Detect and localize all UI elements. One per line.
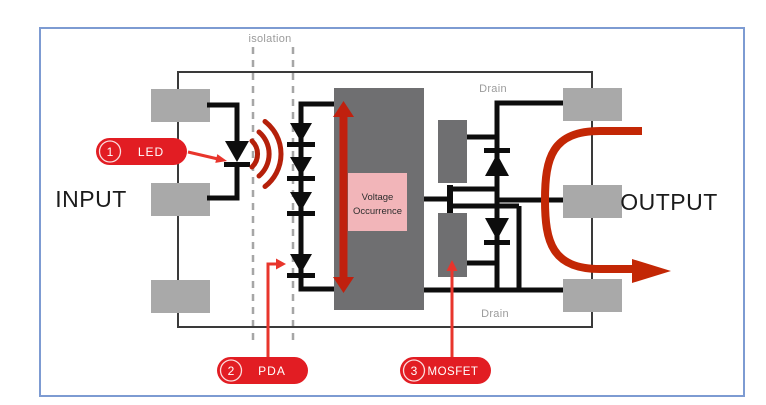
pda-diode-3 (290, 192, 312, 211)
pda-diode-2 (290, 157, 312, 176)
isolation-label: isolation (248, 33, 291, 45)
mosfet-upper-body (438, 120, 467, 183)
pin-left-1 (151, 89, 210, 122)
callout-number-ring (219, 359, 243, 382)
led-cathode-bar (224, 162, 250, 167)
mosfet-callout-number: 3 (411, 364, 418, 378)
gate-bar (447, 185, 453, 213)
light-waves-icon (249, 119, 284, 189)
voltage-occurrence-line1: Voltage (362, 192, 394, 203)
voltage-arrow (333, 101, 354, 293)
pin-right-2 (563, 185, 622, 218)
pda-diode-1-bar (287, 142, 315, 147)
voltage-occurrence-line2: Occurrence (353, 206, 402, 217)
pin-group (151, 88, 622, 313)
mosfet-callout-label: MOSFET (428, 366, 479, 378)
body-diode-lower (485, 218, 509, 240)
led-callout-number: 1 (107, 145, 114, 159)
pin-left-3 (151, 280, 210, 313)
pda-diode-3-bar (287, 211, 315, 216)
pda-callout: 2 PDA (217, 258, 308, 384)
voltage-occurrence-box (348, 173, 407, 231)
led-cathode-wire (207, 167, 240, 201)
led-callout: 1 LED (96, 138, 227, 165)
led-circuit (207, 102, 250, 201)
drain-label-top: Drain (479, 83, 507, 95)
input-label: INPUT (55, 186, 127, 212)
mosfet-stage (424, 100, 563, 293)
pda-diode-1 (290, 123, 312, 142)
body-diode-lower-bar (484, 240, 510, 245)
led-anode-wire (207, 102, 240, 142)
pda-callout-number: 2 (228, 364, 235, 378)
body-diode-upper (485, 154, 509, 176)
drain-label-bottom: Drain (481, 308, 509, 320)
photodiode-array (287, 101, 334, 292)
pin-left-2 (151, 183, 210, 216)
pda-diode-4 (290, 254, 312, 273)
pin-right-1 (563, 88, 622, 121)
mosfet-callout: 3 MOSFET (400, 260, 491, 384)
pda-callout-arrow (266, 262, 277, 358)
pda-callout-label: PDA (258, 364, 286, 378)
led-symbol (225, 141, 249, 162)
output-label: OUTPUT (620, 189, 718, 215)
pda-diode-2-bar (287, 176, 315, 181)
callout-number-ring (402, 359, 426, 382)
pin-right-3 (563, 279, 622, 312)
callout-number-ring (98, 140, 122, 163)
led-callout-label: LED (138, 145, 164, 159)
pda-diode-4-bar (287, 273, 315, 278)
output-current-arrow (540, 127, 671, 283)
body-diode-upper-bar (484, 148, 510, 153)
led-callout-arrow (187, 150, 219, 161)
